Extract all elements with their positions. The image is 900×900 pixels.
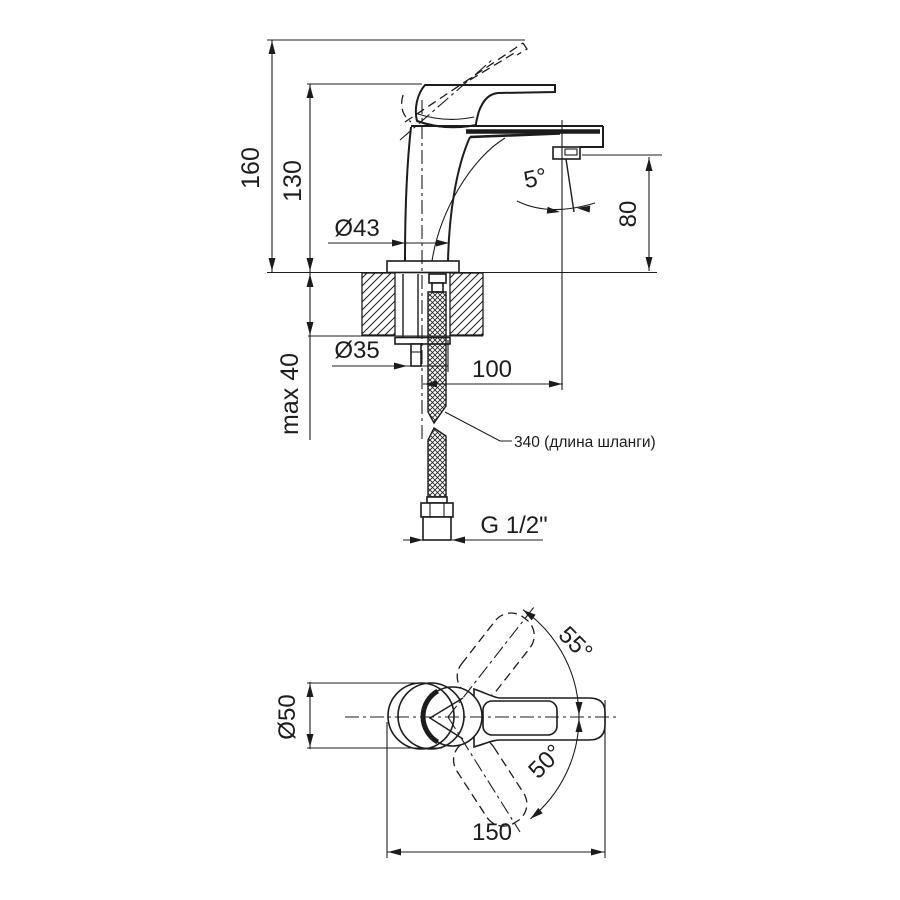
mounting-nut (410, 343, 422, 367)
dim-body-diameter: Ø43 (334, 215, 379, 242)
body-right-edge (447, 136, 471, 262)
flexible-hose (420, 291, 454, 541)
spout-chevron (428, 697, 464, 740)
dim-height-to-aerator: 130 (279, 160, 307, 202)
dim-top-body-diameter: Ø50 (274, 694, 301, 739)
hose-nut (420, 502, 454, 518)
handle-inner-curve (417, 113, 475, 120)
handle-solid (414, 84, 556, 129)
handle-lever-top (473, 687, 606, 749)
lever-top-face (482, 700, 558, 736)
hose-fitting (422, 516, 452, 541)
side-view: 160 130 max 40 Ø43 Ø35 80 100 5° 340 (дл… (237, 39, 662, 544)
base-flange (386, 260, 460, 274)
body-left-edge (404, 126, 412, 262)
hose-nipple (428, 273, 447, 284)
dim-total-height: 160 (237, 147, 265, 189)
dim-mount-thickness: max 40 (276, 353, 304, 435)
top-view-dimensions: Ø50 150 (274, 682, 606, 858)
hose-leader-line (444, 411, 512, 442)
dim-stream-angle: 5° (521, 163, 549, 194)
dim-spout-reach: 100 (472, 356, 512, 383)
side-view-dimensions: 160 130 max 40 Ø43 Ø35 80 100 5° 340 (дл… (237, 39, 662, 544)
spout-nose (580, 126, 604, 148)
water-stream-line (565, 158, 575, 213)
countertop-section (267, 271, 657, 337)
dim-connection-thread: G 1/2" (480, 512, 547, 539)
handle-raised-dashed (399, 42, 528, 141)
handle-axis-dashdot (399, 59, 493, 141)
hose-length-note: 340 (длина шланги) (514, 434, 656, 451)
dim-total-length: 150 (472, 819, 512, 846)
hose-collar (426, 496, 448, 504)
handle-swung-down-dashed (452, 737, 528, 827)
dim-spout-height: 80 (615, 201, 642, 228)
swing-down-centerline (447, 716, 521, 833)
spout-underside (469, 132, 561, 139)
swing-up-centerline (447, 606, 535, 718)
dim-hole-diameter: Ø35 (334, 337, 379, 364)
